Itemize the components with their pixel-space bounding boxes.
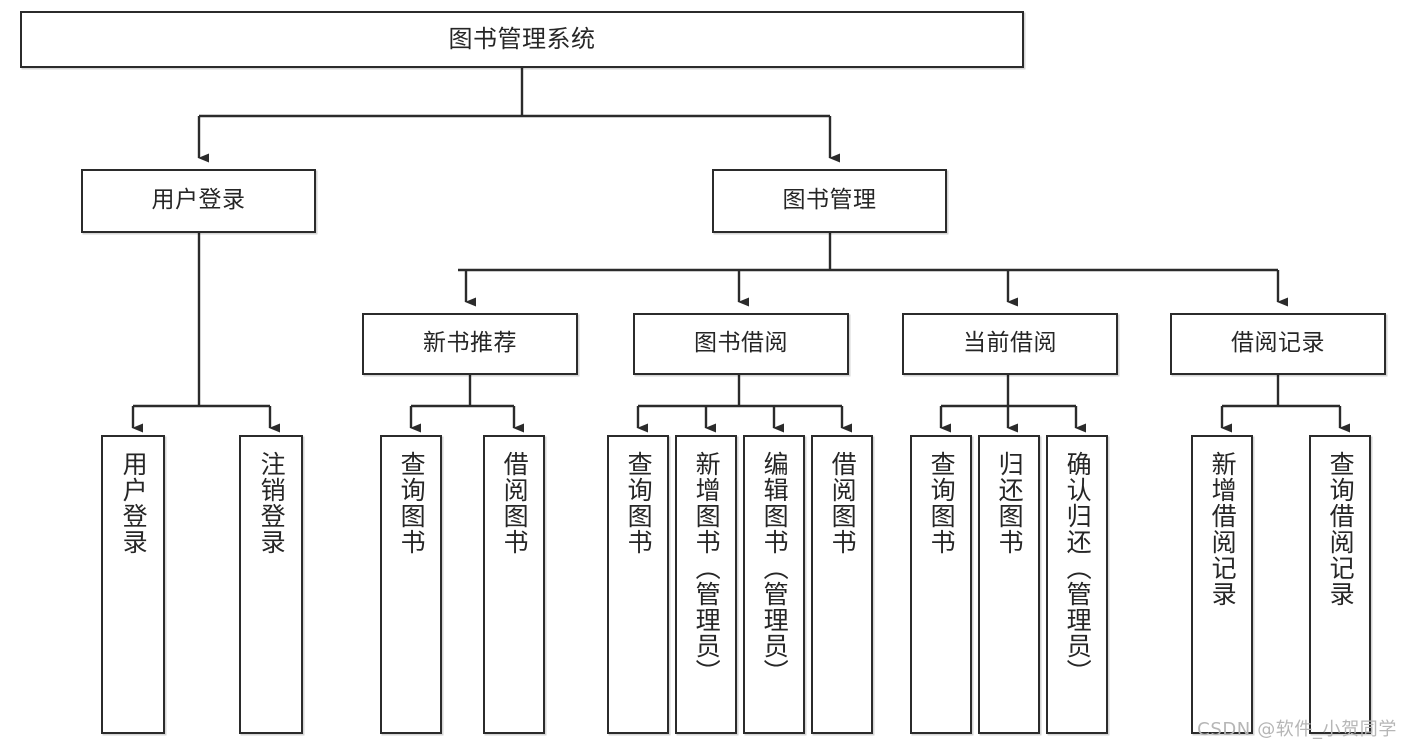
node-user-login[interactable]: 用户登录 — [81, 169, 316, 233]
node-label: 借阅图书 — [828, 451, 858, 555]
node-label: 借阅记录 — [1231, 330, 1325, 357]
node-label: 借阅图书 — [500, 451, 530, 555]
leaf-query-book-3[interactable]: 查询图书 — [910, 435, 972, 734]
leaf-borrow-book-2[interactable]: 借阅图书 — [811, 435, 873, 734]
leaf-return-book[interactable]: 归还图书 — [978, 435, 1040, 734]
leaf-query-record[interactable]: 查询借阅记录 — [1309, 435, 1371, 734]
node-label: 查询借阅记录 — [1326, 451, 1356, 607]
node-book-management-system[interactable]: 图书管理系统 — [20, 11, 1024, 68]
node-label: 归还图书 — [995, 451, 1025, 555]
node-label: 新增借阅记录 — [1208, 451, 1238, 607]
node-label: 用户登录 — [151, 187, 246, 214]
node-label: 图书管理系统 — [448, 25, 596, 54]
node-book-borrow[interactable]: 图书借阅 — [633, 313, 849, 375]
node-label: 用户登录 — [119, 451, 149, 555]
leaf-add-record[interactable]: 新增借阅记录 — [1191, 435, 1253, 734]
node-label: 查询图书 — [624, 451, 654, 555]
node-label: 查询图书 — [927, 451, 957, 555]
node-label: 图书管理 — [782, 187, 877, 214]
node-label: 注销登录 — [257, 451, 287, 555]
leaf-logout-login[interactable]: 注销登录 — [239, 435, 303, 734]
leaf-add-book[interactable]: 新增图书（管理员） — [675, 435, 737, 734]
node-new-book-recommend[interactable]: 新书推荐 — [362, 313, 578, 375]
leaf-user-login[interactable]: 用户登录 — [101, 435, 165, 734]
node-label: 新增图书（管理员） — [692, 451, 722, 685]
node-label: 当前借阅 — [963, 330, 1057, 357]
leaf-query-book-1[interactable]: 查询图书 — [380, 435, 442, 734]
node-label: 新书推荐 — [423, 330, 517, 357]
node-borrow-record[interactable]: 借阅记录 — [1170, 313, 1386, 375]
leaf-edit-book[interactable]: 编辑图书（管理员） — [743, 435, 805, 734]
leaf-borrow-book-1[interactable]: 借阅图书 — [483, 435, 545, 734]
node-label: 编辑图书（管理员） — [760, 451, 790, 685]
leaf-query-book-2[interactable]: 查询图书 — [607, 435, 669, 734]
node-label: 图书借阅 — [694, 330, 788, 357]
csdn-watermark: CSDN @软件_小贺同学 — [1197, 719, 1397, 740]
node-label: 确认归还（管理员） — [1063, 451, 1093, 685]
node-book-management[interactable]: 图书管理 — [712, 169, 947, 233]
leaf-confirm-return[interactable]: 确认归还（管理员） — [1046, 435, 1108, 734]
node-current-borrow[interactable]: 当前借阅 — [902, 313, 1118, 375]
node-label: 查询图书 — [397, 451, 427, 555]
